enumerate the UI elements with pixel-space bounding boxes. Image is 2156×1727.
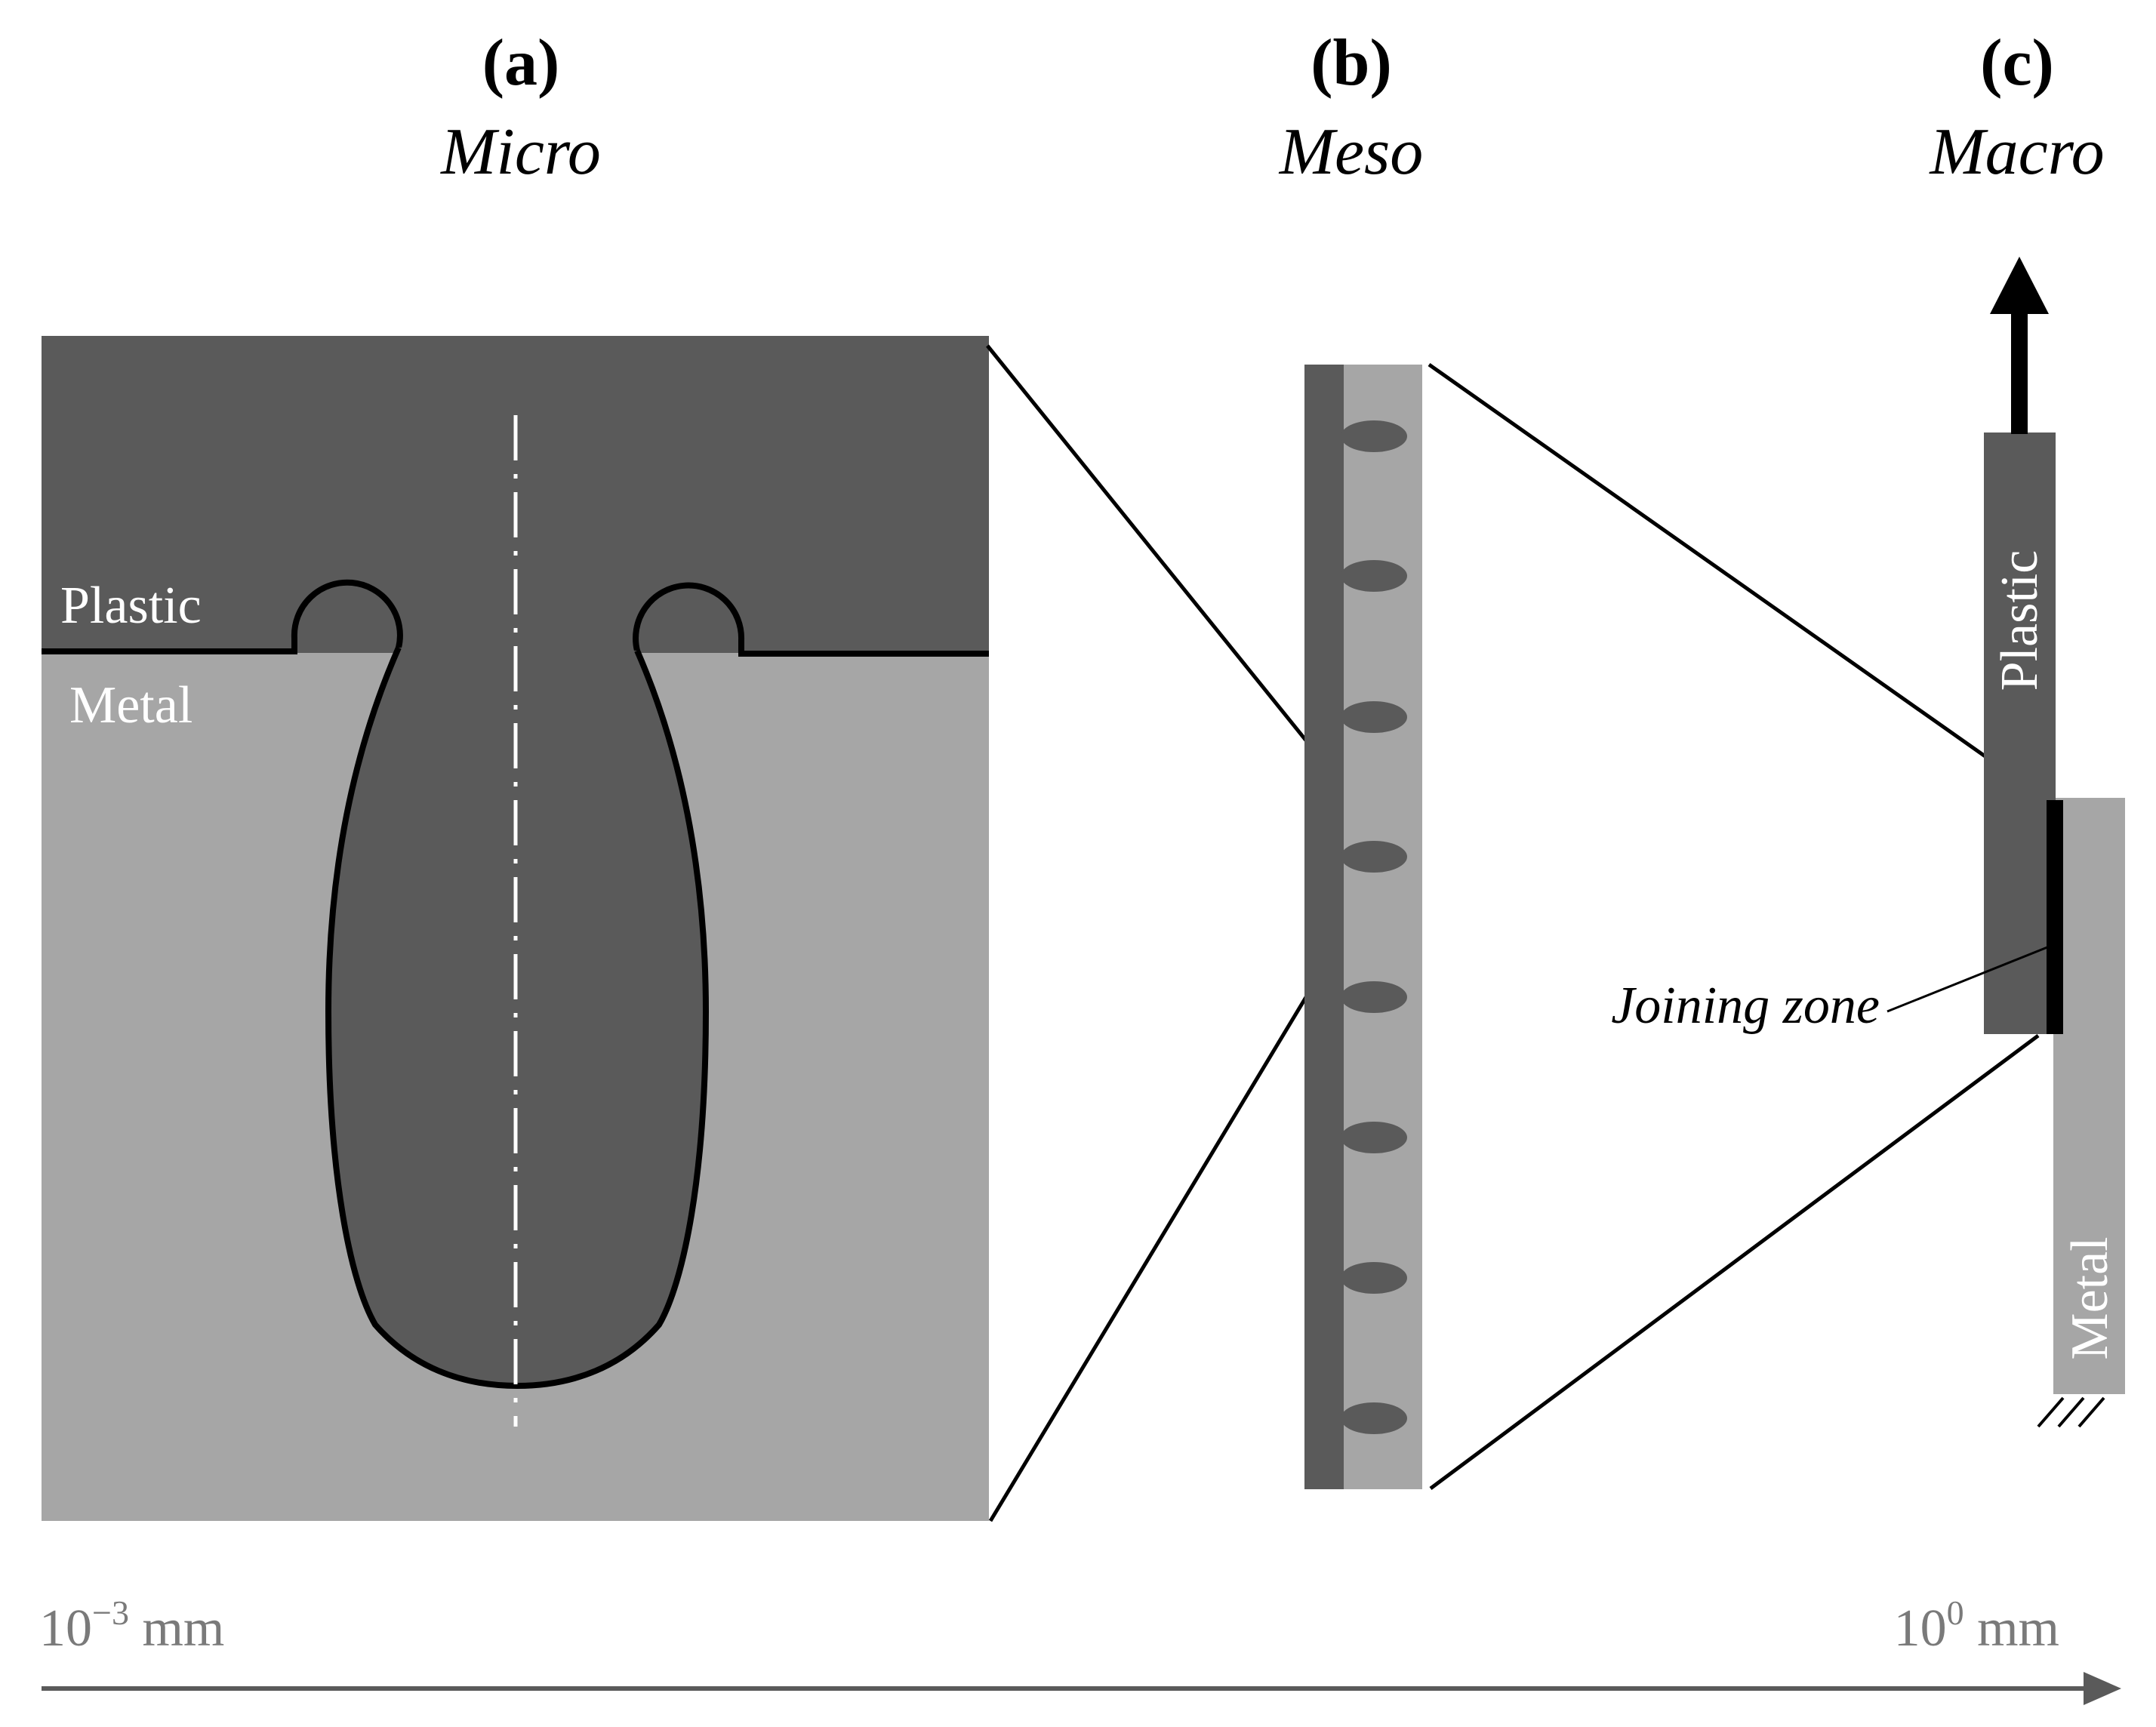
meso-anchor (1341, 981, 1407, 1013)
micro-panel: Plastic Metal (42, 336, 989, 1521)
macro-plastic-bar (1984, 433, 2056, 1034)
macro-metal-bar (2053, 798, 2125, 1394)
meso-plastic-strip (1304, 365, 1344, 1489)
meso-anchor (1341, 1262, 1407, 1294)
macro-panel: Joining zone Plastic Metal (1611, 257, 2125, 1428)
micro-metal-label: Metal (69, 676, 192, 734)
meso-anchor (1341, 1402, 1407, 1434)
scale-max-label: 100 mm (1894, 1593, 2059, 1658)
meso-anchor (1341, 560, 1407, 592)
meso-anchor (1341, 1122, 1407, 1153)
meso-anchor (1341, 420, 1407, 452)
meso-anchor (1341, 841, 1407, 873)
fixed-support-hatch (2037, 1396, 2105, 1428)
panel-a-letter: (a) (482, 26, 560, 100)
meso-panel (1304, 365, 1422, 1489)
micro-interface-right (633, 582, 989, 657)
length-scale-axis: 10−3 mm 100 mm (39, 1593, 2121, 1705)
meso-metal-strip (1342, 365, 1422, 1489)
scale-arrow-head (2084, 1672, 2121, 1705)
hatch-line (2037, 1396, 2065, 1428)
meso-anchor (1341, 701, 1407, 733)
hatch-line (2077, 1396, 2105, 1428)
micro-plastic-label: Plastic (60, 577, 202, 635)
joining-zone-leader (1886, 946, 2048, 1013)
panel-c-scale-name: Macro (1928, 115, 2104, 189)
macro-metal-label: Metal (2061, 1236, 2119, 1359)
joining-zone-label: Joining zone (1611, 977, 1880, 1035)
macro-plastic-label: Plastic (1991, 550, 2049, 691)
meso-anchor-structures (1341, 420, 1407, 1434)
hatch-line (2057, 1396, 2085, 1428)
zoom-line-b-top (1428, 362, 2049, 802)
panel-c-letter: (c) (1980, 26, 2054, 100)
micro-interface-left (42, 579, 403, 654)
panel-b-letter: (b) (1311, 26, 1392, 100)
micro-anchor-outline (325, 646, 710, 1390)
panel-b-scale-name: Meso (1278, 115, 1424, 189)
scale-min-label: 10−3 mm (39, 1593, 224, 1658)
macro-joining-zone (2047, 800, 2063, 1034)
load-arrow-head (1990, 257, 2049, 314)
zoom-line-b-bottom (1429, 1033, 2040, 1491)
panel-a-scale-name: Micro (439, 115, 601, 189)
